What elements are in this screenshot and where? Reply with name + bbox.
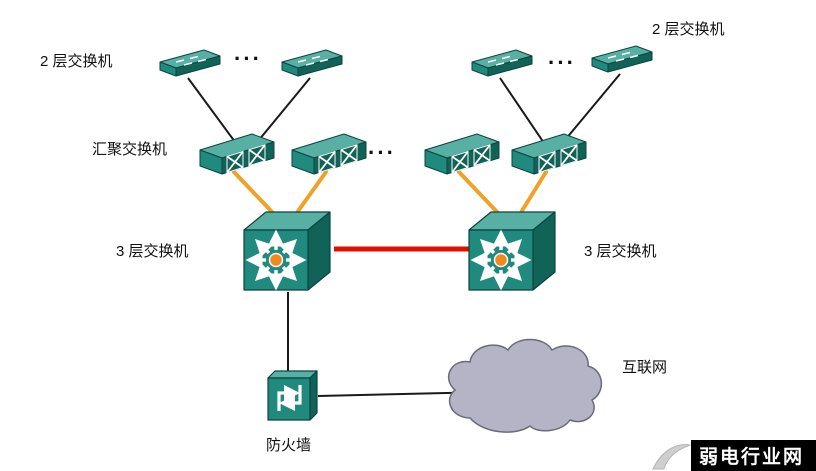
link-agg4-l3right <box>518 170 548 216</box>
link-l2a-agg1 <box>187 77 239 147</box>
internet-cloud-icon <box>448 338 602 433</box>
ellipsis-top-right: ··· <box>548 50 576 75</box>
link-agg1-l3left <box>232 170 276 216</box>
aggregation-switch-3-icon <box>424 133 500 175</box>
link-agg3-l3right <box>457 170 501 216</box>
ellipsis-aggregation-row: ··· <box>368 140 396 165</box>
aggregation-switch-2-icon <box>291 133 367 175</box>
aggregation-switch-4-icon <box>511 133 587 175</box>
watermark-text: 弱电行业网 <box>690 440 816 471</box>
link-agg2-l3left <box>294 170 328 216</box>
firewall-label: 防火墙 <box>266 437 312 454</box>
layer2-switch-2-icon <box>281 49 343 77</box>
layer2-switch-3-icon <box>471 49 533 77</box>
link-l2d-agg4 <box>559 73 621 147</box>
layer3-switch-left-icon <box>244 212 330 290</box>
layer3-label-left: 3 层交换机 <box>116 243 189 260</box>
aggregation-switch-1-icon <box>199 133 275 175</box>
link-l2c-agg4 <box>499 77 547 147</box>
layer3-label-right: 3 层交换机 <box>584 243 657 260</box>
layer3-switch-right-icon <box>469 212 555 290</box>
layer2-switch-1-icon <box>159 49 221 77</box>
layer2-switch-4-icon <box>591 45 653 73</box>
firewall-icon <box>268 371 317 420</box>
aggregation-label: 汇聚交换机 <box>92 141 168 158</box>
layer2-label-left: 2 层交换机 <box>40 53 113 70</box>
internet-label: 互联网 <box>622 359 668 376</box>
watermark-logo <box>652 444 691 470</box>
link-l2b-agg1 <box>253 77 311 147</box>
watermark: 弱电行业网 <box>649 440 816 471</box>
ellipsis-top-left: ··· <box>234 46 262 71</box>
layer2-label-right: 2 层交换机 <box>652 21 725 38</box>
